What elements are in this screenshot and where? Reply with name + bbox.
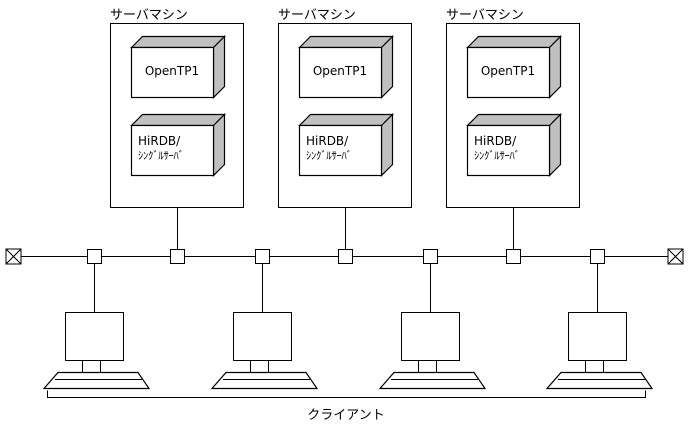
component-box-top-face xyxy=(130,35,226,49)
server-group xyxy=(109,22,581,249)
tap-server-1-connector xyxy=(169,237,186,265)
component-box-top-face xyxy=(298,113,394,127)
component-box-side-face xyxy=(212,113,226,177)
tap-server-3-connector xyxy=(505,237,522,265)
client-bracket-path xyxy=(46,390,647,399)
component-label-opentp1: OpenTP1 xyxy=(144,64,200,78)
component-box-front-face xyxy=(466,46,551,99)
tap-connector-box xyxy=(254,248,271,265)
client-group xyxy=(42,263,654,390)
network-bus-group xyxy=(5,237,684,275)
component-label-line1: HiRDB/ xyxy=(306,134,349,148)
client-keyboard-body xyxy=(378,371,487,390)
component-box-front-face xyxy=(466,124,551,177)
component-box-opentp1-1 xyxy=(130,35,226,99)
component-box-front-face xyxy=(298,46,383,99)
component-label-opentp1: OpenTP1 xyxy=(312,64,368,78)
component-label-line2: ｼﾝｸﾞﾙｻｰﾊﾞ xyxy=(306,150,352,162)
tap-connector-box xyxy=(86,248,103,265)
client-keyboard-body xyxy=(210,371,319,390)
client-keyboard-body xyxy=(545,371,654,390)
component-label-hirdb: HiRDB/ｼﾝｸﾞﾙｻｰﾊﾞ xyxy=(138,134,210,164)
tap-connector-box xyxy=(589,248,606,265)
terminator-left-icon xyxy=(5,248,22,265)
client-monitor-screen xyxy=(400,311,461,362)
server-title-2: サーバマシン xyxy=(278,8,356,23)
component-box-front-face xyxy=(130,124,215,177)
server-title-1: サーバマシン xyxy=(110,8,188,23)
tap-server-2-connector xyxy=(337,237,354,265)
component-box-front-face xyxy=(130,46,215,99)
component-box-hirdb-1 xyxy=(130,113,226,177)
component-label-opentp1: OpenTP1 xyxy=(480,64,536,78)
client-monitor-screen xyxy=(567,311,628,362)
tap-connector-box xyxy=(337,248,354,265)
client-bracket-label: クライアント xyxy=(307,408,385,423)
component-box-side-face xyxy=(380,35,394,99)
component-box-side-face xyxy=(380,113,394,177)
component-box-top-face xyxy=(130,113,226,127)
client-computer-3 xyxy=(378,263,487,390)
component-box-side-face xyxy=(548,113,562,177)
client-computer-2 xyxy=(210,263,319,390)
tap-connector-box xyxy=(169,248,186,265)
component-label-line2: ｼﾝｸﾞﾙｻｰﾊﾞ xyxy=(474,150,520,162)
component-box-front-face xyxy=(298,124,383,177)
terminator-right-icon xyxy=(667,248,684,265)
component-box-side-face xyxy=(212,35,226,99)
component-label-line2: ｼﾝｸﾞﾙｻｰﾊﾞ xyxy=(138,150,184,162)
client-keyboard-body xyxy=(42,371,151,390)
tap-connector-box xyxy=(505,248,522,265)
component-label-hirdb: HiRDB/ｼﾝｸﾞﾙｻｰﾊﾞ xyxy=(474,134,546,164)
tap-connector-box xyxy=(422,248,439,265)
component-label-hirdb: HiRDB/ｼﾝｸﾞﾙｻｰﾊﾞ xyxy=(306,134,378,164)
terminator-x-stroke-2 xyxy=(667,248,684,265)
component-box-hirdb-3 xyxy=(466,113,562,177)
component-label-line1: HiRDB/ xyxy=(138,134,181,148)
client-bracket-group xyxy=(46,390,647,399)
client-computer-1 xyxy=(42,263,151,390)
component-box-opentp1-2 xyxy=(298,35,394,99)
client-monitor-screen xyxy=(232,311,293,362)
component-box-top-face xyxy=(466,35,562,49)
component-box-side-face xyxy=(548,35,562,99)
client-monitor-screen xyxy=(64,311,125,362)
component-box-top-face xyxy=(466,113,562,127)
terminator-x-stroke-2 xyxy=(5,248,22,265)
server-title-3: サーバマシン xyxy=(446,8,524,23)
component-box-hirdb-2 xyxy=(298,113,394,177)
component-box-opentp1-3 xyxy=(466,35,562,99)
component-box-top-face xyxy=(298,35,394,49)
component-label-line1: HiRDB/ xyxy=(474,134,517,148)
client-computer-4 xyxy=(545,263,654,390)
